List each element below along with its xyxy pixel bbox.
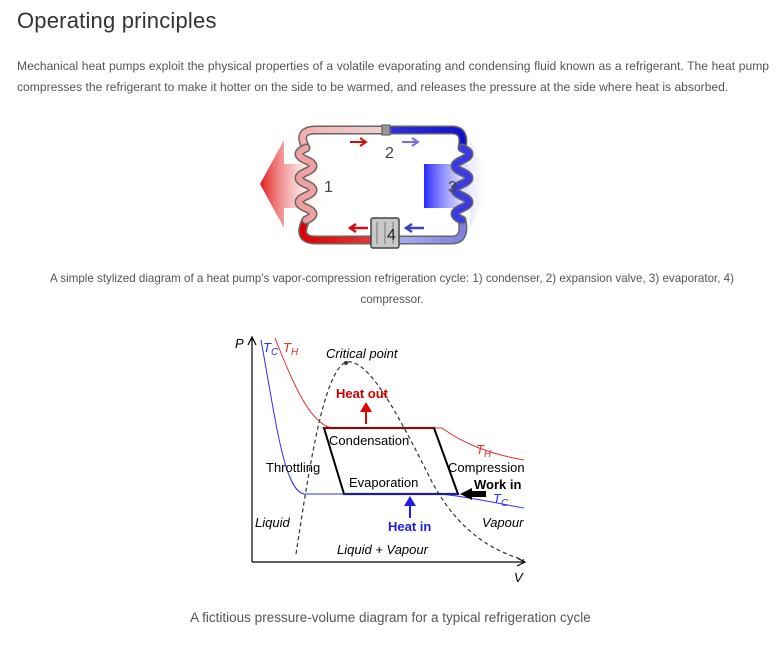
axes <box>247 335 527 567</box>
heat-out-arrow <box>260 140 328 228</box>
th-label-right: TH <box>476 442 492 460</box>
critical-point-marker <box>344 361 348 365</box>
work-in-arrow <box>460 488 486 500</box>
section-heading: Operating principles <box>17 8 217 33</box>
heat-out-arrow-marker <box>360 402 372 424</box>
figure1-caption: A simple stylized diagram of a heat pump… <box>49 272 734 306</box>
axis-label-v: V <box>514 570 524 585</box>
condenser-coil <box>294 143 318 225</box>
label-liquid: Liquid <box>255 515 290 530</box>
heat-in-arrow-marker <box>404 496 416 518</box>
label-heat-out: Heat out <box>336 386 389 401</box>
evaporator-coil <box>450 143 474 225</box>
label-evaporator: 3 <box>448 179 457 196</box>
intro-paragraph: Mechanical heat pumps exploit the physic… <box>17 59 769 94</box>
axis-label-p: P <box>235 336 244 351</box>
flow-arrows <box>347 137 424 234</box>
label-heat-in: Heat in <box>388 519 431 534</box>
figure2-caption: A fictitious pressure-volume diagram for… <box>190 610 591 625</box>
label-liquid-vapour: Liquid + Vapour <box>337 542 429 557</box>
label-condenser: 1 <box>324 179 333 196</box>
label-vapour: Vapour <box>482 515 524 530</box>
label-throttling: Throttling <box>266 460 320 475</box>
tc-label-top: TC <box>263 340 279 358</box>
label-expansion-valve: 2 <box>385 145 394 162</box>
label-critical-point: Critical point <box>326 346 399 361</box>
tc-label-right: TC <box>493 491 509 509</box>
compressor <box>370 217 400 249</box>
heat-pump-diagram: 1 2 3 4 <box>260 124 492 249</box>
label-evaporation: Evaporation <box>349 475 418 490</box>
isotherm-cold <box>260 339 525 509</box>
label-compression: Compression <box>448 460 525 475</box>
saturation-dome <box>295 361 525 561</box>
th-label-top: TH <box>283 340 299 358</box>
label-condensation: Condensation <box>329 433 409 448</box>
label-work-in: Work in <box>474 477 521 492</box>
expansion-valve <box>381 124 391 136</box>
label-compressor: 4 <box>387 227 396 244</box>
pv-diagram: P V TC TH TH TC Critical point Heat out … <box>235 335 527 585</box>
